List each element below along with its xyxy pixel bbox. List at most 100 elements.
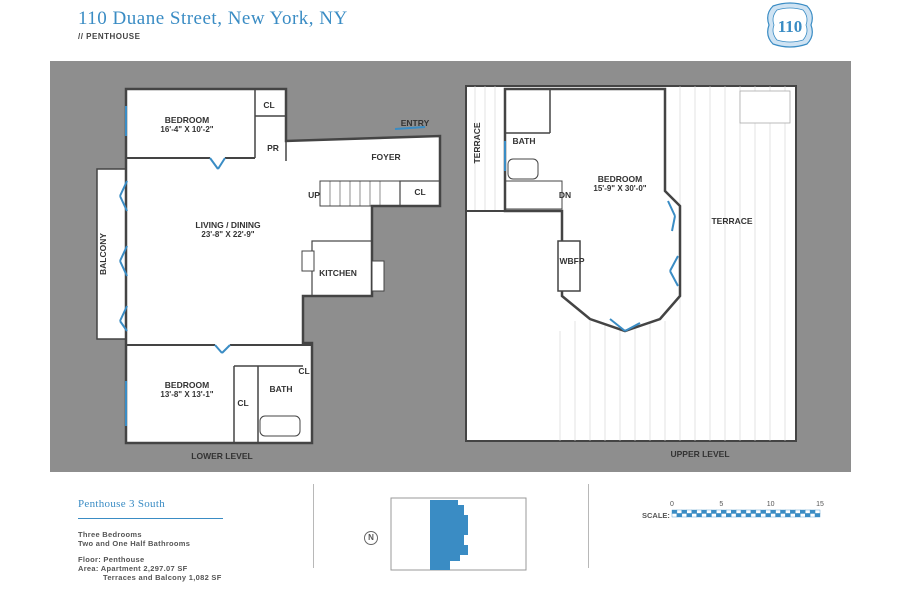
stair-down-label: DN [559, 190, 571, 200]
scale-segment-bottom [780, 513, 786, 518]
scale-tick-1: 5 [719, 501, 723, 508]
scale-segment-top [730, 509, 737, 514]
scale-segment-bottom [804, 513, 811, 518]
lower-windows [119, 106, 426, 426]
bathroom-count: Two and One Half Bathrooms [78, 539, 191, 548]
scale-segment-bottom [809, 513, 816, 518]
scale-segment-top [711, 509, 717, 514]
scale-segment-top [686, 509, 692, 514]
logo-text: 110 [778, 17, 803, 36]
footer-divider-2 [588, 484, 589, 568]
terrace-area: Terraces and Balcony 1,082 SF [103, 573, 222, 582]
scale-segment-top [750, 509, 757, 514]
scale-segment-bottom [760, 513, 766, 518]
scale-segment-bottom [770, 513, 776, 518]
scale-segment-bottom [765, 513, 771, 518]
scale-segment-top [770, 509, 776, 514]
scale-segment-top [676, 509, 683, 514]
closet1-label: CL [263, 100, 274, 110]
scale-segment-bottom [735, 513, 742, 518]
kitchen-label: KITCHEN [319, 268, 357, 278]
upper-level-label: UPPER LEVEL [670, 449, 729, 459]
bedroom2-dims: 13'-8" X 13'-1" [160, 390, 213, 399]
apartment-area: Area: Apartment 2,297.07 SF [78, 564, 188, 573]
large-terrace-label: TERRACE [711, 216, 752, 226]
entry-label: ENTRY [401, 118, 430, 128]
bedroom3-name: BEDROOM [598, 174, 642, 184]
upper-bath-label: BATH [513, 136, 536, 146]
scale-segment-bottom [800, 513, 806, 518]
scale-label: SCALE: [642, 511, 670, 520]
scale-segment-top [804, 509, 811, 514]
scale-segment-bottom [676, 513, 683, 518]
key-plan-unit-highlight [430, 500, 468, 570]
bedroom1-dims: 16'-4" X 10'-2" [160, 125, 213, 134]
balcony-label: BALCONY [98, 233, 108, 275]
scale-segment-top [775, 509, 781, 514]
bedroom-count: Three Bedrooms [78, 530, 142, 539]
logo-emblem-icon: 110 [767, 2, 813, 48]
scale-segment-bottom [755, 513, 762, 518]
scale-segment-top [780, 509, 786, 514]
building-logo: 110 [765, 2, 815, 48]
floor-plan: BEDROOM 16'-4" X 10'-2" CL PR ENTRY FOYE… [50, 61, 851, 472]
footer-divider-1 [313, 484, 314, 568]
scale-segment-top [755, 509, 762, 514]
scale-segment-bottom [775, 513, 781, 518]
scale-segment-top [735, 509, 742, 514]
scale-segment-top [740, 509, 747, 514]
scale-segment-top [726, 509, 732, 514]
scale-segment-top [809, 509, 816, 514]
address-title: 110 Duane Street, New York, NY [78, 8, 348, 29]
scale-segment-top [800, 509, 806, 514]
scale-segment-bottom [745, 513, 752, 518]
scale-segment-top [760, 509, 766, 514]
stair-up-label: UP [308, 190, 320, 200]
scale-segment-bottom [691, 513, 697, 518]
scale-segment-bottom [701, 513, 707, 518]
scale-segment-top [671, 509, 678, 514]
closet3-label: CL [237, 398, 248, 408]
lower-level-label: LOWER LEVEL [191, 451, 252, 461]
closet4-label: CL [298, 366, 309, 376]
floor-info: Floor: Penthouse [78, 555, 145, 564]
bedroom2-name: BEDROOM [165, 380, 209, 390]
scale-segment-top [701, 509, 707, 514]
scale-segment-bottom [706, 513, 712, 518]
scale-segment-bottom [814, 513, 821, 518]
scale-segment-bottom [750, 513, 757, 518]
lower-bath-label: BATH [270, 384, 293, 394]
scale-segment-top [681, 509, 687, 514]
balcony-area [96, 168, 128, 340]
scale-segment-bottom [726, 513, 732, 518]
scale-segment-top [745, 509, 752, 514]
scale-segment-top [790, 509, 796, 514]
living-dining-dims: 23'-8" X 22'-9" [201, 230, 254, 239]
scale-tick-2: 10 [767, 501, 775, 508]
scale-segment-top [814, 509, 821, 514]
level-subtitle: // PENTHOUSE [78, 32, 141, 41]
unit-name: Penthouse 3 South [78, 498, 165, 510]
bedroom1-name: BEDROOM [165, 115, 209, 125]
scale-segment-top [765, 509, 771, 514]
scale-segment-bottom [785, 513, 791, 518]
small-terrace-label: TERRACE [472, 122, 482, 163]
fireplace-label: WBFP [559, 256, 584, 266]
upper-windows [504, 141, 679, 332]
unit-name-rule [78, 518, 223, 519]
scale-segment-top [691, 509, 697, 514]
scale-segment-bottom [686, 513, 692, 518]
key-plan [364, 483, 530, 573]
scale-segment-top [785, 509, 791, 514]
scale-segment-top [706, 509, 712, 514]
scale-segment-top [721, 509, 727, 514]
scale-segment-bottom [740, 513, 747, 518]
scale-segment-bottom [795, 513, 801, 518]
scale-segment-bottom [681, 513, 687, 518]
scale-segment-top [795, 509, 801, 514]
scale-segment-top [696, 509, 702, 514]
scale-tick-0: 0 [670, 501, 674, 508]
foyer-label: FOYER [371, 152, 400, 162]
